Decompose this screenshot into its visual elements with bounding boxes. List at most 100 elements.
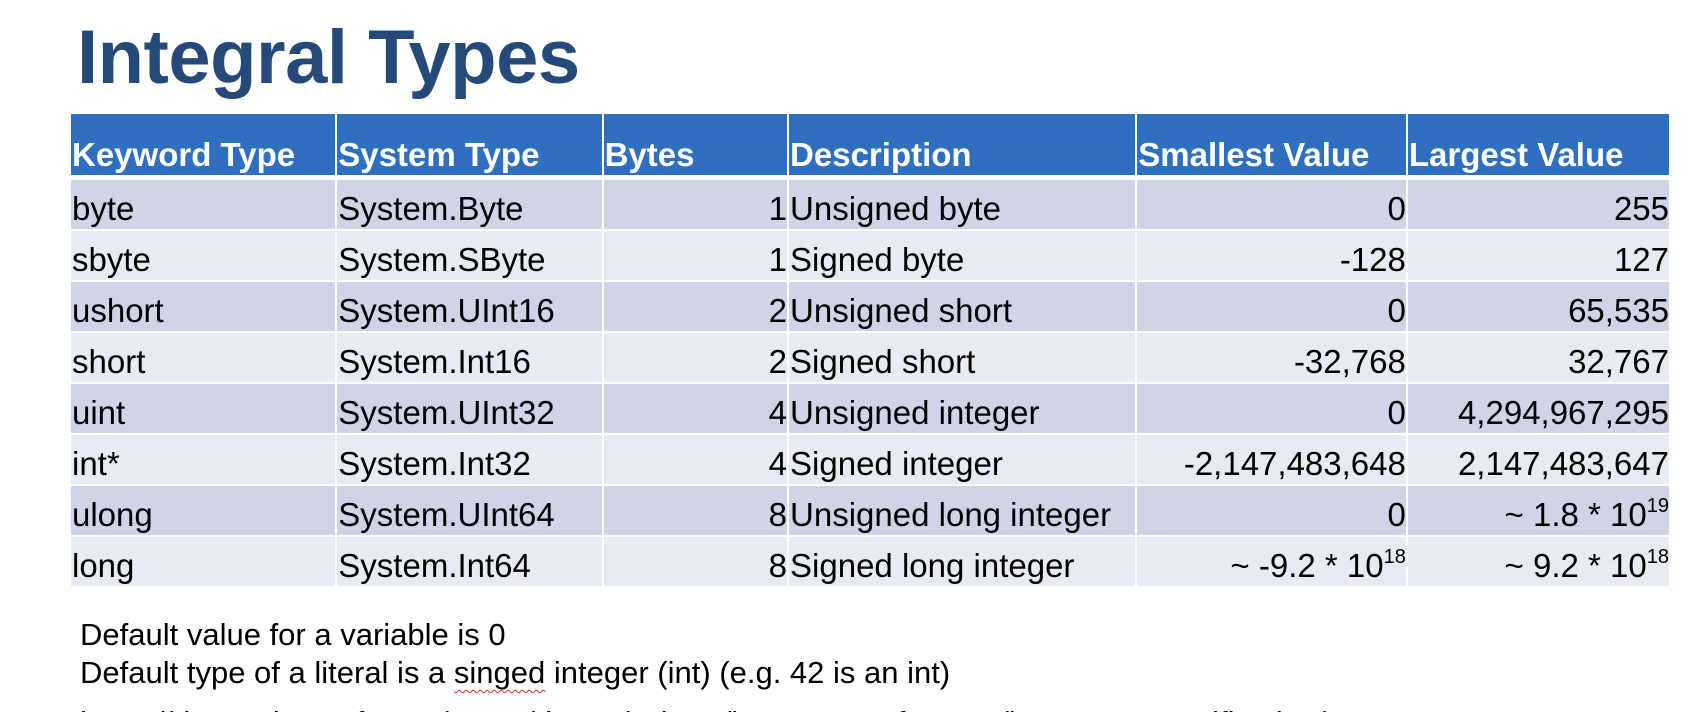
cell-description: Unsigned short (787, 280, 1138, 333)
cell-system-type: System.Int64 (335, 535, 604, 588)
cell-bytes-text: 4 (768, 445, 788, 483)
cell-smallest-value: -32,768 (1135, 331, 1408, 384)
cell-keyword-type: ulong (68, 484, 338, 537)
cell-system-type-text: System.UInt64 (338, 496, 555, 534)
cell-description: Unsigned byte (787, 176, 1138, 231)
cell-bytes-text: 8 (768, 496, 788, 534)
cell-bytes: 4 (601, 433, 790, 486)
cell-smallest-value-text: ~ -9.2 * 10 (1230, 547, 1384, 585)
cell-smallest-value: -2,147,483,648 (1135, 433, 1408, 486)
cell-smallest-value: 0 (1135, 176, 1408, 231)
cell-system-type-text: System.SByte (338, 241, 546, 279)
cell-bytes-text: 2 (768, 343, 788, 381)
table-header-row: Keyword Type System Type Bytes Descripti… (68, 112, 1672, 180)
note-default-literal-type: Default type of a literal is a singed in… (80, 654, 950, 692)
cell-system-type-text: System.Int16 (338, 343, 531, 381)
cell-bytes: 1 (601, 176, 790, 231)
cell-bytes-text: 2 (768, 292, 788, 330)
cell-largest-value-text: 65,535 (1568, 292, 1669, 330)
cell-largest-value: 32,767 (1405, 331, 1672, 384)
cell-bytes-text: 1 (768, 190, 788, 228)
cell-largest-value-exponent: 19 (1646, 495, 1669, 518)
cell-bytes: 8 (601, 535, 790, 588)
cell-smallest-value: 0 (1135, 382, 1408, 435)
cell-bytes: 2 (601, 331, 790, 384)
cell-largest-value: 4,294,967,295 (1405, 382, 1672, 435)
cell-bytes: 4 (601, 382, 790, 435)
cell-description: Unsigned long integer (787, 484, 1138, 537)
cell-smallest-value-text: 0 (1387, 496, 1406, 534)
cell-largest-value-text: 2,147,483,647 (1457, 445, 1669, 483)
cell-largest-value-text: 255 (1613, 190, 1669, 228)
cell-largest-value: 255 (1405, 176, 1672, 231)
cell-keyword-type-text: short (72, 343, 146, 381)
cell-keyword-type-text: byte (72, 190, 135, 228)
cell-keyword-type-text: int* (72, 445, 120, 483)
cell-description-text: Unsigned integer (790, 394, 1040, 432)
cell-smallest-value: ~ -9.2 * 1018 (1135, 535, 1408, 588)
cell-description-text: Signed long integer (790, 547, 1075, 585)
column-header-system-type: System Type (335, 112, 604, 180)
cell-system-type: System.UInt32 (335, 382, 604, 435)
cell-description-text: Signed short (790, 343, 976, 381)
cell-description-text: Unsigned byte (790, 190, 1002, 228)
slide-title: Integral Types (77, 15, 580, 100)
cell-smallest-value-text: -32,768 (1293, 343, 1406, 381)
cell-largest-value: ~ 1.8 * 1019 (1405, 484, 1672, 537)
cell-description: Signed byte (787, 229, 1138, 282)
cell-smallest-value-text: 0 (1387, 394, 1406, 432)
reference-link-cutoff[interactable]: https://docs.microsoft.com/en-us/dotnet/… (80, 704, 1400, 712)
cell-largest-value: 65,535 (1405, 280, 1672, 333)
cell-description: Signed integer (787, 433, 1138, 486)
cell-system-type: System.Int32 (335, 433, 604, 486)
cell-largest-value-text: 4,294,967,295 (1457, 394, 1669, 432)
notes: Default value for a variable is 0 Defaul… (80, 616, 950, 692)
cell-smallest-value-text: 0 (1387, 190, 1406, 228)
cell-keyword-type: uint (68, 382, 338, 435)
cell-smallest-value: -128 (1135, 229, 1408, 282)
cell-smallest-value-exponent: 18 (1383, 546, 1406, 569)
cell-keyword-type: int* (68, 433, 338, 486)
cell-keyword-type-text: long (72, 547, 135, 585)
cell-system-type-text: System.UInt32 (338, 394, 555, 432)
cell-largest-value-text: ~ 9.2 * 10 (1504, 547, 1647, 585)
cell-bytes: 2 (601, 280, 790, 333)
cell-keyword-type-text: uint (72, 394, 126, 432)
cell-smallest-value-text: -128 (1339, 241, 1406, 279)
cell-system-type: System.SByte (335, 229, 604, 282)
cell-largest-value-exponent: 18 (1646, 546, 1669, 569)
cell-description: Unsigned integer (787, 382, 1138, 435)
cell-keyword-type-text: ulong (72, 496, 153, 534)
cell-largest-value-text: ~ 1.8 * 10 (1504, 496, 1647, 534)
column-header-largest-value: Largest Value (1405, 112, 1672, 180)
cell-keyword-type: long (68, 535, 338, 588)
cell-keyword-type: ushort (68, 280, 338, 333)
cell-system-type: System.UInt16 (335, 280, 604, 333)
cell-bytes: 1 (601, 229, 790, 282)
cell-keyword-type: short (68, 331, 338, 384)
cell-largest-value: 127 (1405, 229, 1672, 282)
cell-keyword-type: byte (68, 176, 338, 231)
cell-bytes-text: 4 (768, 394, 788, 432)
cell-description-text: Signed integer (790, 445, 1003, 483)
cell-bytes: 8 (601, 484, 790, 537)
cell-smallest-value: 0 (1135, 280, 1408, 333)
cell-keyword-type-text: sbyte (72, 241, 151, 279)
column-header-bytes: Bytes (601, 112, 790, 180)
cell-largest-value: ~ 9.2 * 1018 (1405, 535, 1672, 588)
cell-description-text: Unsigned long integer (790, 496, 1112, 534)
cell-description: Signed short (787, 331, 1138, 384)
cell-bytes-text: 1 (768, 241, 788, 279)
note-default-value: Default value for a variable is 0 (80, 617, 506, 652)
integral-types-table: Keyword Type System Type Bytes Descripti… (68, 112, 1672, 588)
